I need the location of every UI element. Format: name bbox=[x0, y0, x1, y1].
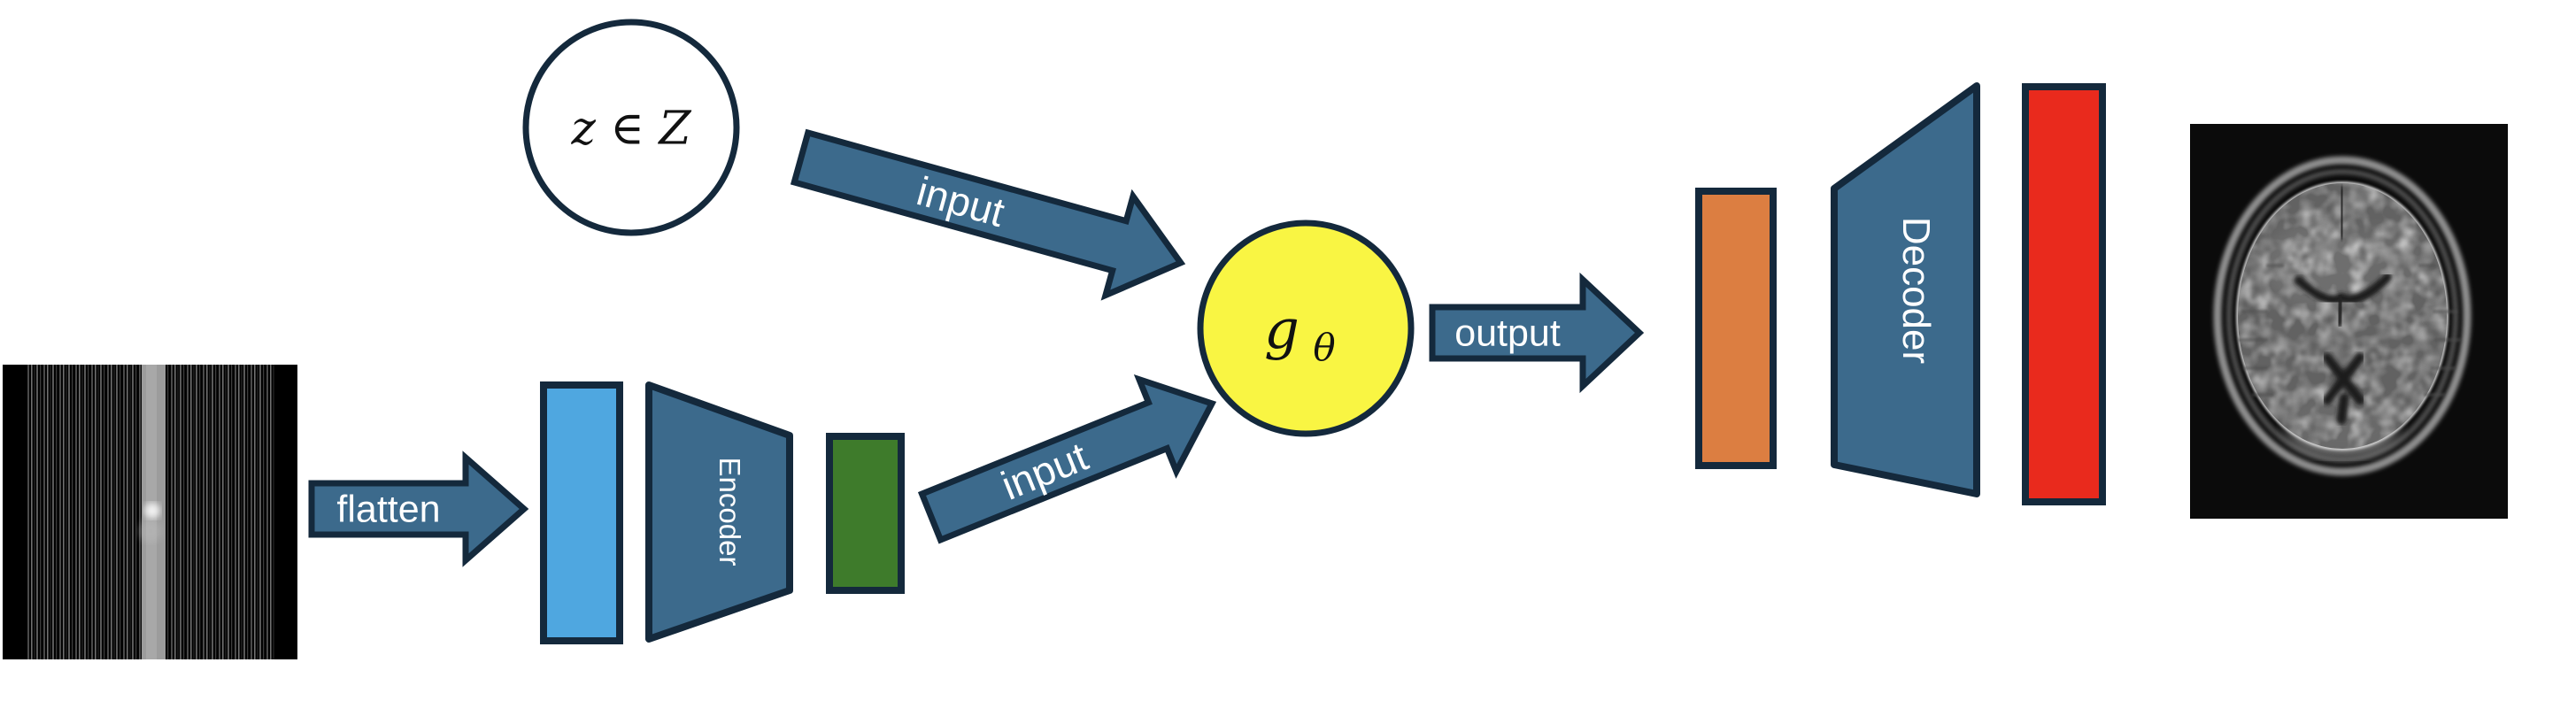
generator-label-subscript: θ bbox=[1313, 326, 1335, 369]
output-arrow-label: output bbox=[1454, 312, 1561, 355]
mri-posterior-ventricle-x bbox=[2322, 352, 2365, 425]
kspace-dc-peak bbox=[144, 503, 160, 519]
output-arrow-shape bbox=[1429, 272, 1645, 394]
mri-image bbox=[2190, 124, 2508, 519]
mri-interhemispheric-fissure bbox=[2339, 186, 2345, 240]
flatten-arrow-label: flatten bbox=[336, 489, 440, 531]
kspace-image bbox=[3, 365, 297, 659]
input-arrow-latent-shape bbox=[790, 128, 1186, 301]
decoder-input-vector bbox=[1695, 188, 1777, 469]
flatten-arrow: flatten bbox=[308, 451, 529, 567]
encoder-shape bbox=[645, 381, 793, 643]
input-arrow-latent: input bbox=[790, 128, 1186, 301]
encoder-block: Encoder bbox=[645, 381, 793, 643]
mri-skull-inner-gap bbox=[2226, 169, 2458, 463]
encoded-code-vector bbox=[826, 433, 905, 594]
generator-node: g θ bbox=[1197, 220, 1415, 437]
generator-label: g bbox=[1264, 297, 1300, 361]
decoder-block: Decoder bbox=[1831, 82, 1980, 497]
generator-circle bbox=[1197, 220, 1415, 437]
latent-circle bbox=[522, 19, 740, 236]
latent-node: z ∈ Z bbox=[522, 19, 740, 236]
mri-sulci-lines bbox=[2238, 264, 2461, 397]
input-arrow-code-shape bbox=[917, 374, 1217, 544]
flattened-input-vector bbox=[540, 381, 623, 644]
kspace-dc-halo bbox=[139, 520, 162, 543]
flatten-arrow-shape bbox=[308, 451, 529, 567]
output-arrow: output bbox=[1429, 272, 1645, 394]
mri-third-ventricle bbox=[2335, 294, 2345, 327]
reconstruction-output-vector bbox=[2022, 83, 2106, 505]
latent-label: z ∈ Z bbox=[570, 103, 691, 156]
decoder-shape bbox=[1831, 82, 1980, 497]
input-arrow-latent-label: input bbox=[912, 167, 1009, 235]
input-arrow-code: input bbox=[917, 374, 1217, 544]
encoder-label: Encoder bbox=[713, 458, 746, 566]
mri-skull-outer-ring bbox=[2213, 156, 2472, 476]
decoder-label: Decoder bbox=[1894, 217, 1938, 364]
